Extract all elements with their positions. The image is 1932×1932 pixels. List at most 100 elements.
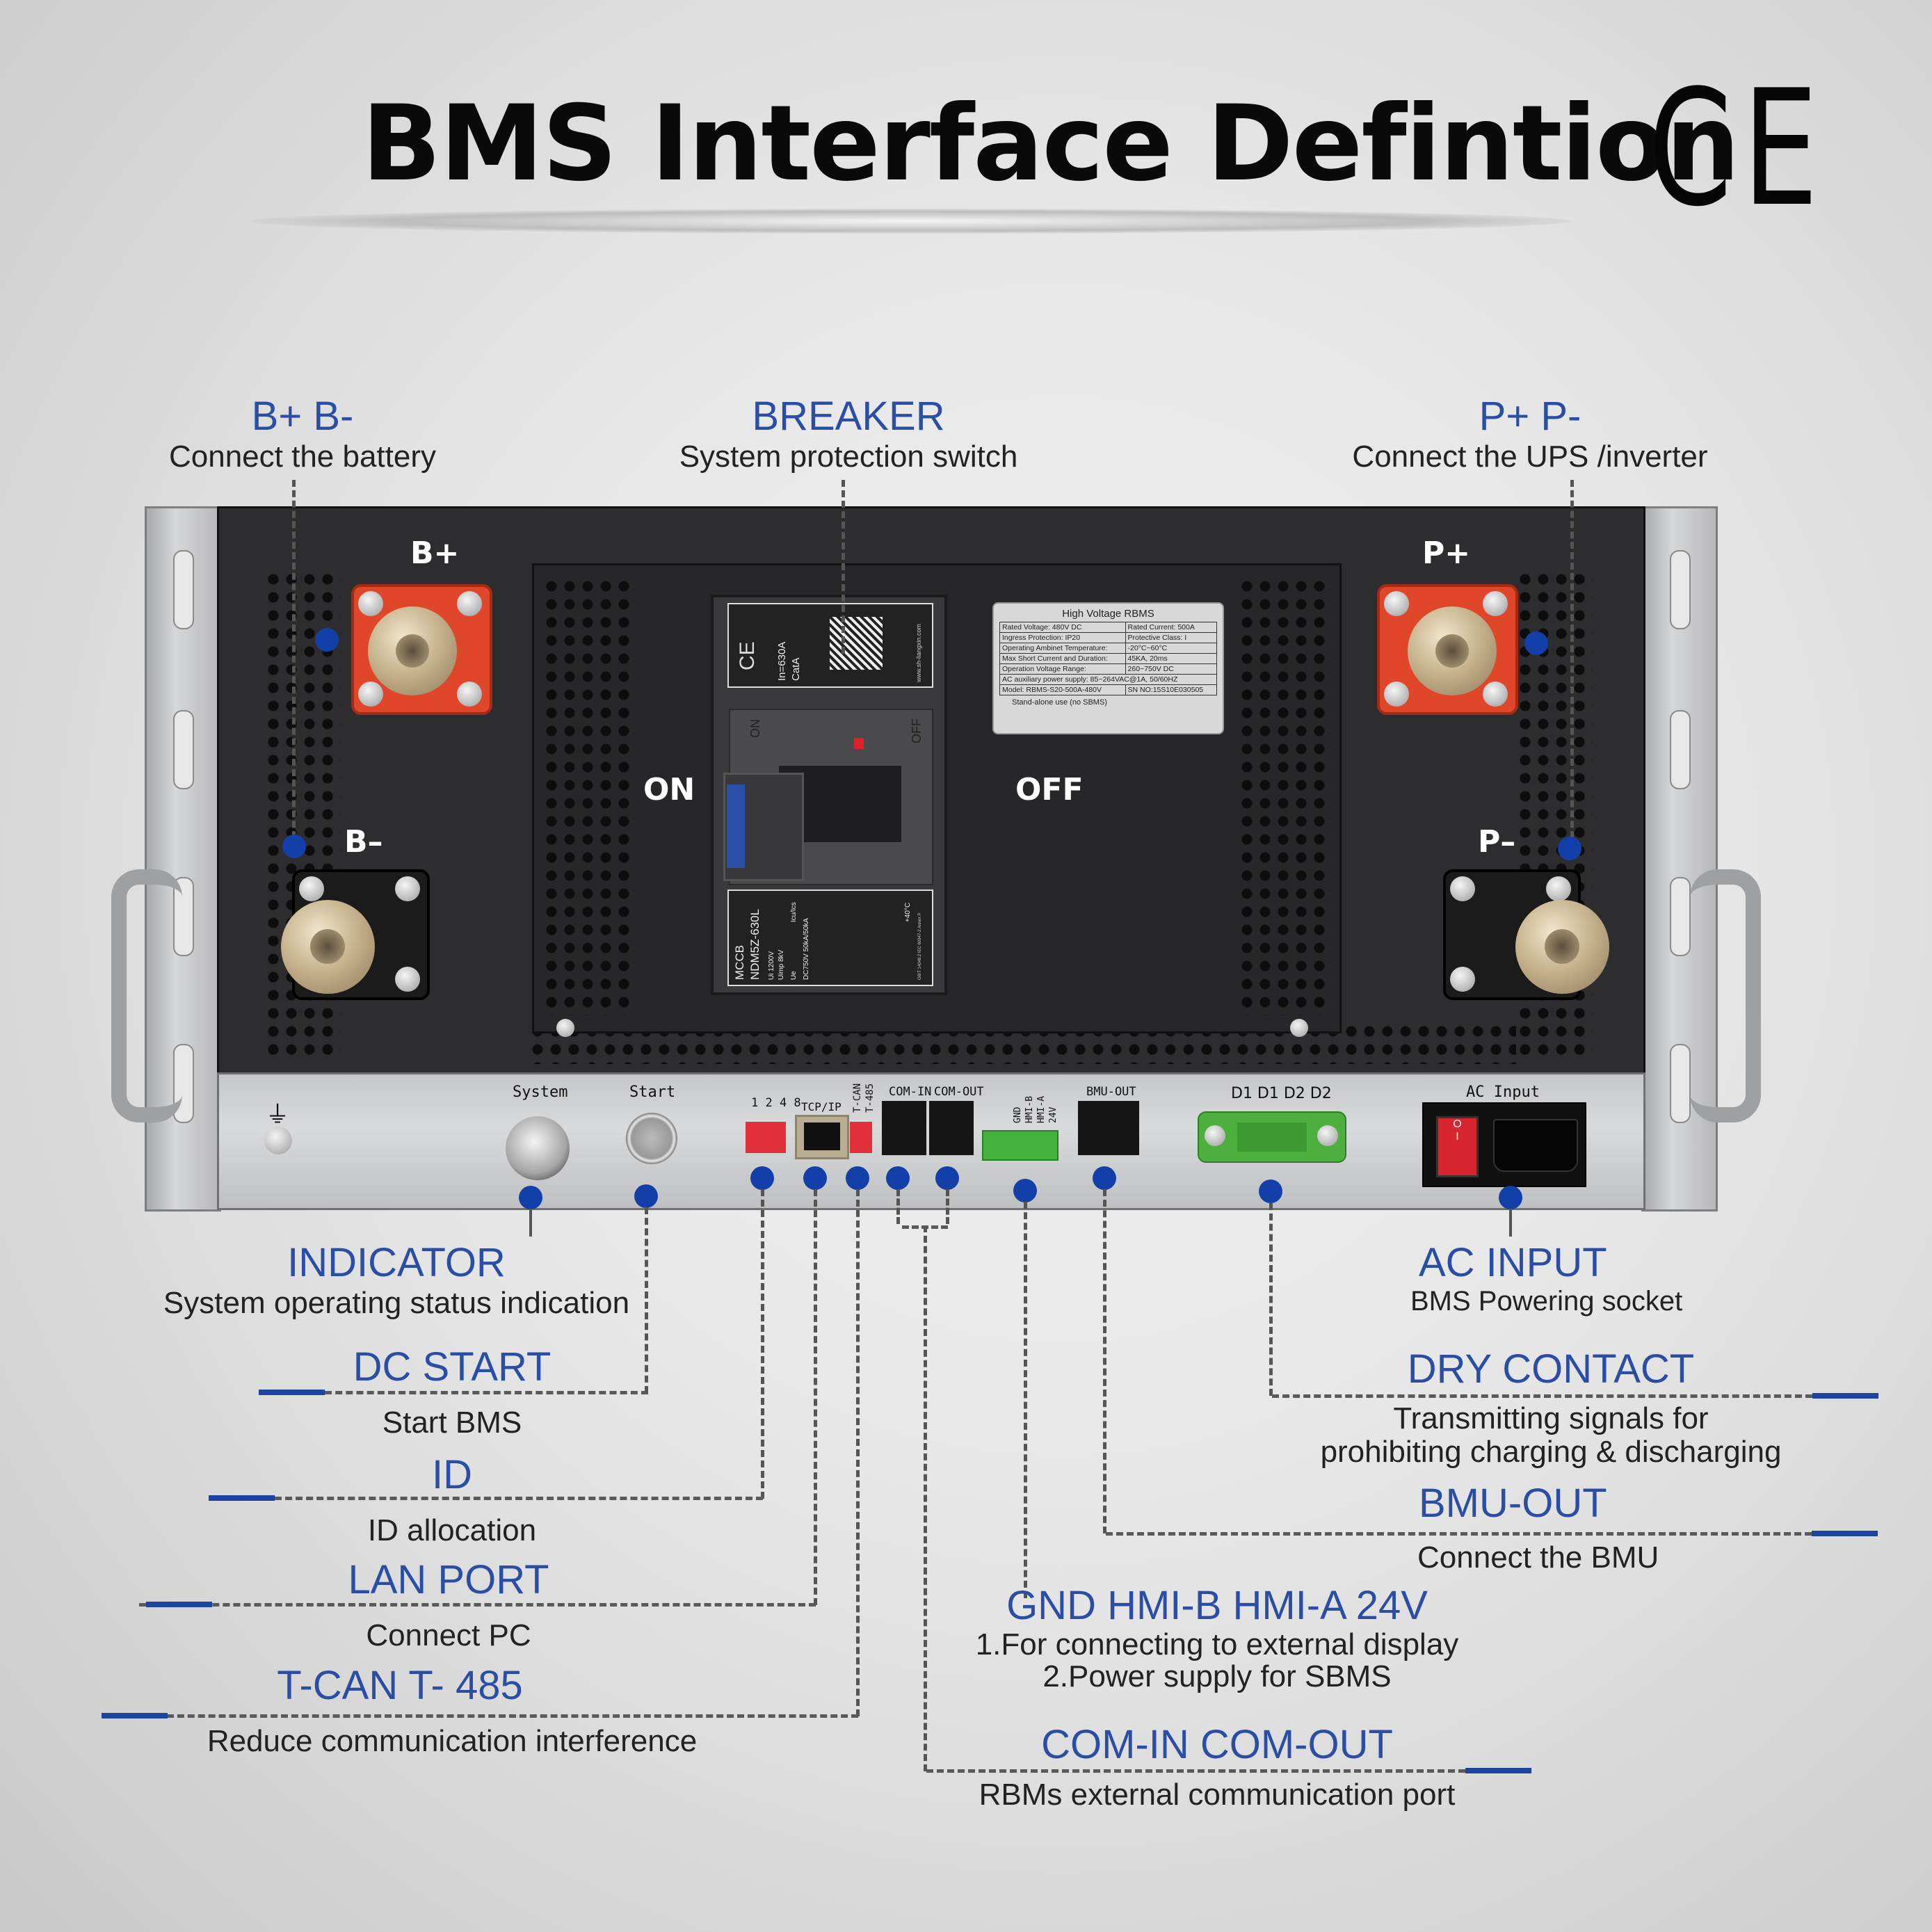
leader-accent	[1812, 1393, 1878, 1399]
leader-line	[139, 1603, 816, 1607]
t-485-label: T-485	[864, 1083, 876, 1113]
leader-accent	[1465, 1768, 1531, 1773]
leader-line	[1106, 1532, 1812, 1536]
b-plus-label: B+	[410, 536, 460, 571]
callout-dot-ac-input	[1499, 1186, 1522, 1209]
lan-port[interactable]	[795, 1115, 849, 1159]
dip-label: 1 2 4 8	[751, 1096, 801, 1110]
leader-line	[1269, 1203, 1273, 1396]
system-label: System	[513, 1084, 568, 1101]
p-minus-terminal[interactable]	[1443, 869, 1609, 1000]
qr-code-icon	[830, 617, 883, 670]
page-title: BMS Interface Defintion	[362, 83, 1740, 204]
leader-line	[1272, 1394, 1812, 1398]
callout-lan-port: LAN PORT Connect PC	[278, 1556, 619, 1653]
p-plus-terminal[interactable]	[1377, 584, 1518, 715]
mccb-breaker: CE In=630A CatA www.sh-liangxin.com ON O…	[711, 595, 947, 995]
ac-power-rocker-switch[interactable]: O I	[1436, 1116, 1479, 1177]
right-handle[interactable]	[1690, 869, 1761, 1122]
b-minus-terminal[interactable]	[281, 869, 430, 1000]
leader-line	[1570, 480, 1574, 848]
ce-mark-icon: CE	[736, 641, 759, 670]
leader-line	[926, 1769, 1465, 1773]
ground-icon: ⏚	[266, 1102, 289, 1128]
mccb-ui: Ui 1200V	[768, 951, 775, 980]
left-handle[interactable]	[111, 869, 182, 1122]
callout-indicator: INDICATOR System operating status indica…	[160, 1239, 633, 1321]
dry-contact-terminal[interactable]	[1198, 1111, 1346, 1163]
leader-accent	[209, 1495, 275, 1501]
callout-heading: T-CAN T- 485	[277, 1663, 523, 1708]
leader-line	[292, 480, 296, 848]
breaker-toggle-handle[interactable]	[723, 773, 804, 881]
callout-heading: BMU-OUT	[1419, 1481, 1607, 1526]
mccb-on-mark: ON	[748, 719, 762, 738]
callout-dot-id	[750, 1166, 774, 1190]
callout-heading: COM-IN COM-OUT	[1041, 1722, 1393, 1767]
bmu-out-label: BMU-OUT	[1086, 1085, 1136, 1099]
callout-heading: BREAKER	[752, 394, 945, 439]
ac-input-label: AC Input	[1466, 1084, 1540, 1101]
callout-pcs: P+ P- Connect the UPS /inverter	[1328, 393, 1732, 474]
callout-description: RBMs external communication port	[979, 1778, 1456, 1812]
tcp-ip-label: TCP/IP	[801, 1100, 842, 1113]
b-plus-terminal[interactable]	[351, 584, 492, 715]
start-label: Start	[629, 1084, 676, 1101]
leader-line	[167, 1714, 858, 1718]
left-mounting-bracket	[145, 506, 221, 1211]
callout-description: System operating status indication	[163, 1286, 630, 1320]
mccb-icu-ics: Icu/Ics	[790, 902, 798, 922]
callout-description-line-2: 2.Power supply for SBMS	[1043, 1659, 1392, 1693]
callout-heading: DC START	[353, 1344, 552, 1390]
breaker-right-vent	[1238, 577, 1328, 1015]
rating-plate-footer: Stand-alone use (no SBMS)	[1012, 698, 1107, 707]
callout-description: ID allocation	[367, 1513, 537, 1547]
mccb-top-label: CE In=630A CatA www.sh-liangxin.com	[727, 603, 933, 688]
callout-heading: ID	[432, 1452, 472, 1497]
mccb-category: CatA	[790, 657, 802, 681]
leader-line	[814, 1189, 817, 1605]
leader-line	[842, 480, 845, 654]
mccb-ue: Ue	[790, 971, 798, 980]
callout-heading: B+ B-	[251, 394, 354, 439]
callout-dc-start: DC START Start BMS	[278, 1344, 626, 1440]
leader-line	[325, 1391, 648, 1394]
dry-contact-label: D1 D1 D2 D2	[1231, 1085, 1332, 1102]
bmu-out-port[interactable]	[1078, 1101, 1139, 1155]
leader-accent	[102, 1713, 168, 1718]
hmi-terminal-block[interactable]	[982, 1130, 1058, 1161]
breaker-off-label: OFF	[1015, 772, 1084, 807]
rating-plate-title: High Voltage RBMS	[1062, 608, 1154, 620]
callout-dry-contact: DRY CONTACT Transmitting signals for pro…	[1294, 1346, 1808, 1469]
callout-heading: DRY CONTACT	[1407, 1346, 1695, 1392]
p-plus-label: P+	[1422, 536, 1471, 571]
callout-description: Reduce communication interference	[207, 1724, 698, 1758]
callout-heading: INDICATOR	[287, 1240, 506, 1285]
iec-power-socket[interactable]	[1493, 1119, 1578, 1172]
breaker-on-label: ON	[643, 772, 695, 807]
mccb-temp: +40°C	[904, 902, 912, 922]
mccb-off-mark: OFF	[910, 718, 924, 743]
com-out-port[interactable]	[929, 1101, 974, 1155]
leader-line	[924, 1225, 927, 1771]
com-in-port[interactable]	[882, 1101, 926, 1155]
callout-ac-input: AC INPUT BMS Powering socket	[1363, 1239, 1711, 1317]
callout-breaker: BREAKER System protection switch	[654, 393, 1043, 474]
callout-dot-b-minus	[282, 835, 306, 858]
callout-heading: P+ P-	[1479, 394, 1581, 439]
callout-heading: LAN PORT	[348, 1557, 549, 1602]
start-button[interactable]	[626, 1113, 677, 1164]
trip-indicator	[854, 738, 864, 749]
mccb-switch-housing: ON OFF	[723, 709, 933, 885]
faceplate-screw	[1290, 1019, 1308, 1037]
mccb-model: NDM5Z-630L	[748, 908, 762, 980]
callout-description: Connect the BMU	[1417, 1540, 1659, 1575]
id-dip-switch[interactable]	[746, 1122, 786, 1153]
mccb-rating: In=630A	[776, 641, 788, 681]
termination-dip-switch[interactable]	[850, 1122, 872, 1153]
b-minus-label: B–	[344, 824, 383, 860]
callout-description-line-1: 1.For connecting to external display	[975, 1627, 1459, 1661]
callout-dot-bmu-out	[1093, 1166, 1116, 1190]
leader-line	[761, 1189, 764, 1499]
right-mounting-bracket	[1641, 506, 1718, 1211]
